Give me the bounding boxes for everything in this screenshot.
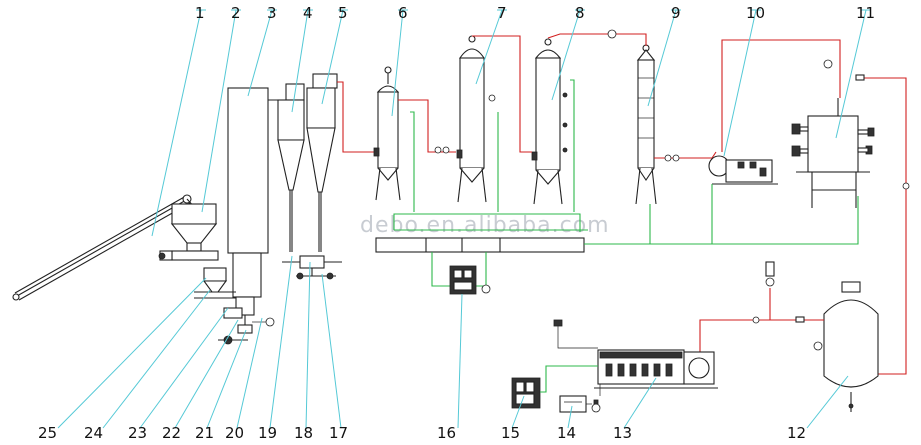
callout-6: 6 [398, 4, 408, 22]
filter-tower [635, 44, 657, 205]
water-pump [449, 265, 477, 295]
callout-24: 24 [84, 424, 103, 442]
callout-21: 21 [195, 424, 214, 442]
callout-17: 17 [329, 424, 348, 442]
callout-19: 19 [258, 424, 277, 442]
radiator [511, 377, 541, 409]
cyclone-ash-collector [282, 255, 342, 280]
callout-15: 15 [501, 424, 520, 442]
callout-11: 11 [856, 4, 875, 22]
watermark: debo.en.alibaba.com [360, 213, 610, 238]
callout-18: 18 [294, 424, 313, 442]
cooling-tower-1 [456, 35, 487, 203]
callout-22: 22 [162, 424, 181, 442]
callout-7: 7 [497, 4, 507, 22]
cyclone-2 [306, 73, 338, 252]
water-tank [375, 237, 585, 253]
cooling-tower-2 [531, 38, 568, 205]
callout-23: 23 [128, 424, 147, 442]
callout-20: 20 [225, 424, 244, 442]
gas-holder-vessel [813, 281, 879, 412]
callout-1: 1 [195, 4, 205, 22]
callout-13: 13 [613, 424, 632, 442]
callout-14: 14 [557, 424, 576, 442]
scrubber-tower [373, 66, 401, 201]
callout-3: 3 [267, 4, 277, 22]
callout-12: 12 [787, 424, 806, 442]
control-panel [559, 395, 601, 413]
callout-4: 4 [303, 4, 313, 22]
callout-10: 10 [746, 4, 765, 22]
callout-numbers: 1 2 3 4 5 6 7 8 9 10 11 12 13 14 15 16 1… [38, 4, 875, 442]
gas-generator-set [594, 349, 718, 389]
ash-discharge [194, 267, 248, 345]
gas-cabinet [791, 98, 875, 208]
gas-blower [708, 155, 778, 185]
callout-16: 16 [437, 424, 456, 442]
screw-conveyor [12, 194, 197, 301]
callout-5: 5 [338, 4, 348, 22]
callout-9: 9 [671, 4, 681, 22]
callout-25: 25 [38, 424, 57, 442]
cyclone-1 [277, 83, 305, 252]
callout-8: 8 [575, 4, 585, 22]
feed-hopper [158, 203, 219, 261]
callout-2: 2 [231, 4, 241, 22]
callout-leaders [57, 9, 871, 429]
